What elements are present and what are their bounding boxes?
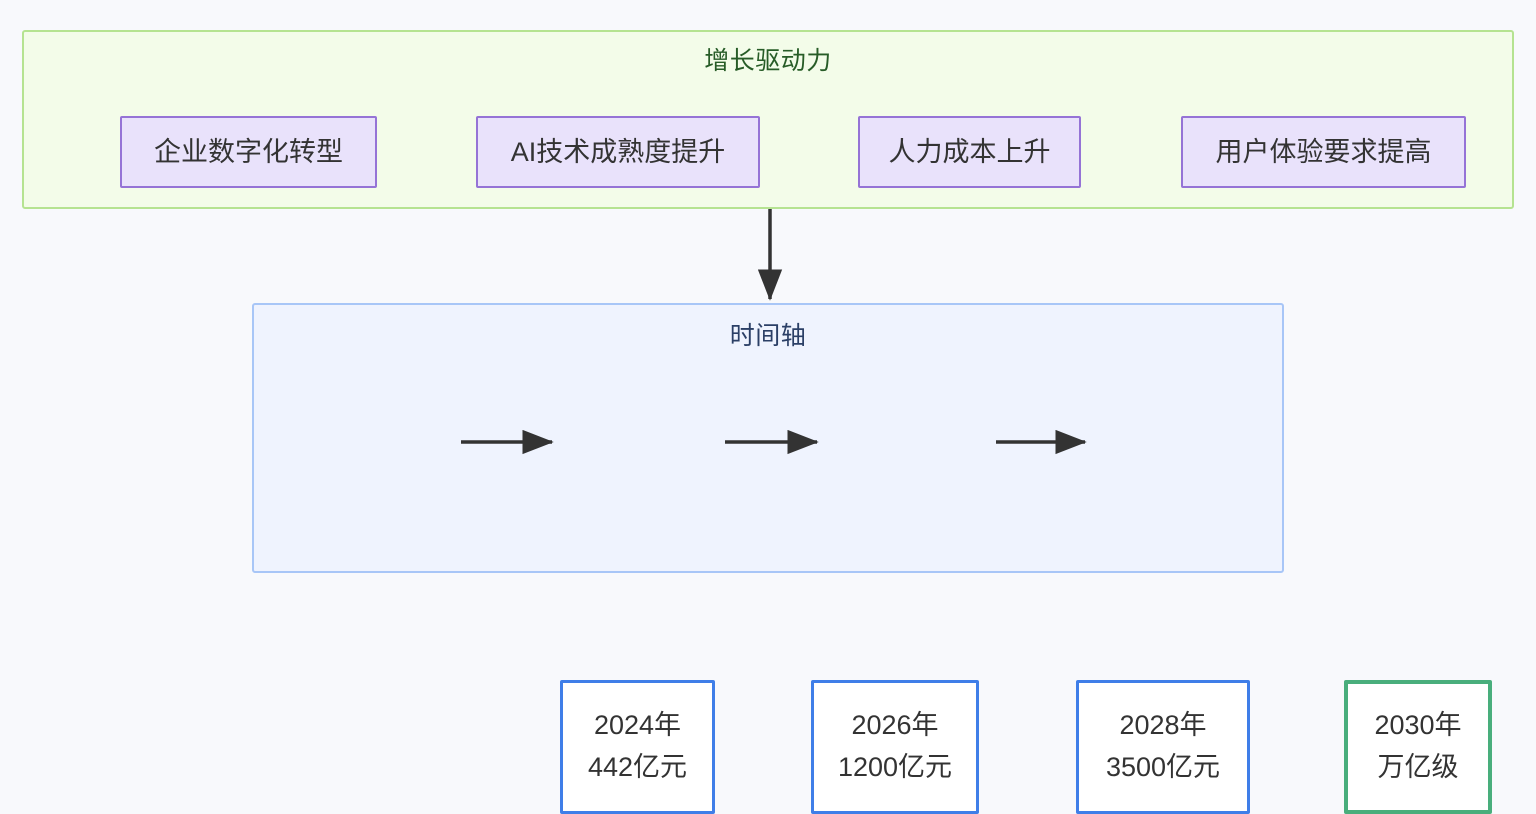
diagram-canvas: 增长驱动力 企业数字化转型 AI技术成熟度提升 人力成本上升 用户体验要求提高 …	[22, 30, 1514, 814]
driver-node-labor-cost[interactable]: 人力成本上升	[858, 116, 1081, 188]
timeline-node-2026[interactable]: 2026年 1200亿元	[811, 680, 979, 814]
growth-drivers-title: 增长驱动力	[704, 47, 832, 75]
timeline-node-2024-year: 2024年	[593, 710, 682, 741]
timeline-node-2026-value: 1200亿元	[837, 752, 953, 782]
driver-node-digital-transformation[interactable]: 企业数字化转型	[120, 116, 377, 188]
timeline-group: 时间轴 2024年 442亿元 2026年 1200亿元 2028年 3500亿…	[252, 303, 1492, 814]
timeline-node-2030[interactable]: 2030年 万亿级	[1344, 680, 1492, 814]
timeline-node-2026-year: 2026年	[851, 710, 939, 741]
timeline-node-2028[interactable]: 2028年 3500亿元	[1076, 680, 1250, 814]
driver-node-user-experience[interactable]: 用户体验要求提高	[1181, 116, 1466, 188]
timeline-node-2028-year: 2028年	[1119, 710, 1207, 741]
timeline-node-2024-value: 442亿元	[587, 752, 688, 782]
timeline-node-2030-year: 2030年	[1374, 710, 1462, 741]
timeline-title: 时间轴	[729, 322, 807, 350]
timeline-node-2028-value: 3500亿元	[1105, 752, 1221, 782]
timeline-node-2030-value: 万亿级	[1377, 752, 1459, 782]
driver-node-ai-maturity[interactable]: AI技术成熟度提升	[476, 116, 760, 188]
timeline-node-2024[interactable]: 2024年 442亿元	[560, 680, 715, 814]
growth-drivers-group: 增长驱动力 企业数字化转型 AI技术成熟度提升 人力成本上升 用户体验要求提高	[22, 30, 1514, 209]
